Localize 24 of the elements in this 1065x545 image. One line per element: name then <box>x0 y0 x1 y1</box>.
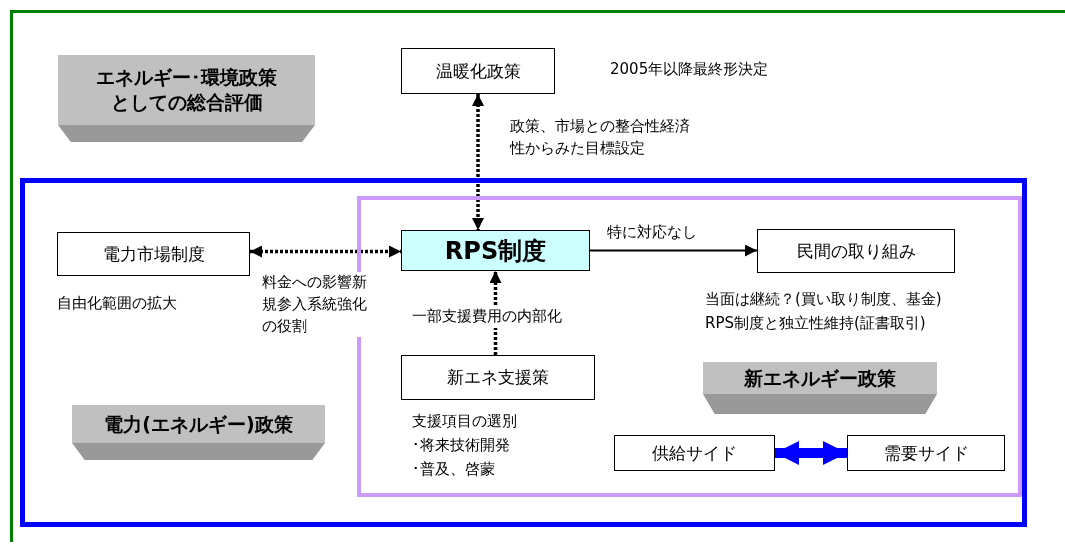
arrow <box>775 441 847 465</box>
edge-label: 一部支援費用の内部化 <box>412 306 562 328</box>
process-box: 供給サイド <box>614 435 775 471</box>
note-text: 支援項目の選別 <box>412 412 517 430</box>
heading-banner: 電力(エネルギー)政策 <box>72 405 325 460</box>
process-box: RPS制度 <box>401 230 590 271</box>
process-box: 需要サイド <box>847 435 1005 471</box>
frame <box>20 178 1027 527</box>
arrow <box>589 244 758 257</box>
note-text: 自由化範囲の拡大 <box>57 294 177 312</box>
arrow <box>489 271 502 355</box>
heading-banner: 新エネルギー政策 <box>703 362 937 414</box>
heading-banner: エネルギー･環境政策としての総合評価 <box>58 55 315 142</box>
note-text: 当面は継続？(買い取り制度、基金) <box>705 290 942 308</box>
process-box: 新エネ支援策 <box>401 355 595 400</box>
process-box: 電力市場制度 <box>57 232 250 276</box>
arrow <box>250 245 401 258</box>
process-box: 民間の取り組み <box>757 229 955 273</box>
note-text: ･将来技術開発 <box>412 436 510 454</box>
note-text: ･普及、啓蒙 <box>412 460 495 478</box>
process-box: 温暖化政策 <box>401 48 555 94</box>
note-text: RPS制度と独立性維持(証書取引) <box>705 314 926 332</box>
note-text: 2005年以降最終形決定 <box>610 60 769 78</box>
arrow <box>472 94 484 230</box>
